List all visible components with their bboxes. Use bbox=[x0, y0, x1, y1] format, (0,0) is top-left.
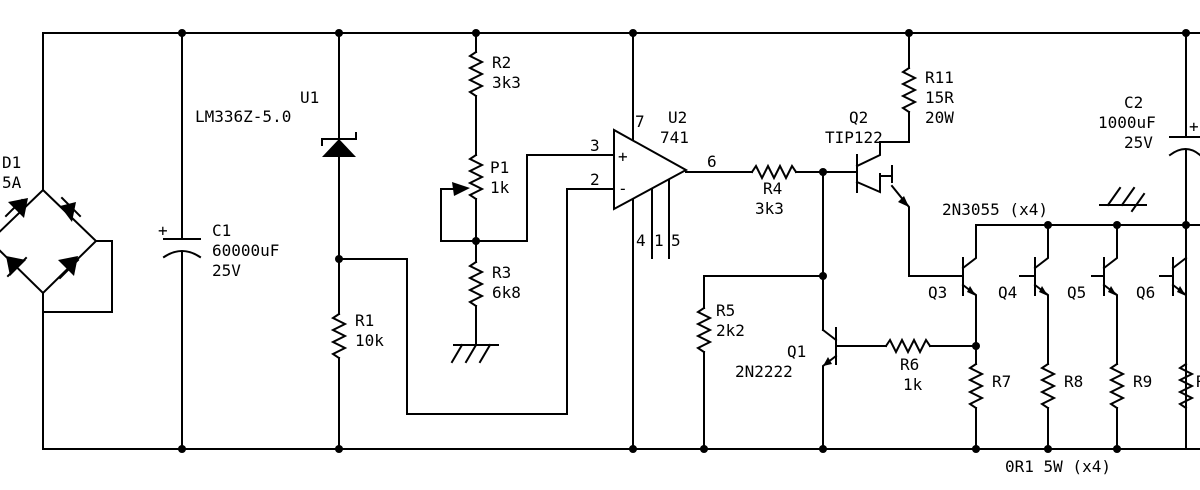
resistor-r2 bbox=[467, 32, 485, 156]
q4-ref: Q4 bbox=[998, 283, 1017, 302]
pin3-label: 3 bbox=[590, 136, 600, 155]
d1-value: 5A bbox=[2, 173, 22, 192]
r2-ref: R2 bbox=[492, 53, 511, 72]
pin7-label: 7 bbox=[635, 112, 645, 131]
u1-ref: U1 bbox=[300, 88, 319, 107]
d1-ref: D1 bbox=[2, 153, 21, 172]
resistor-r11 bbox=[900, 32, 918, 143]
c1-ref: C1 bbox=[212, 221, 231, 240]
transistor-q3 bbox=[961, 224, 977, 346]
p1-ref: P1 bbox=[490, 158, 509, 177]
q3-ref: Q3 bbox=[928, 283, 947, 302]
r3-ref: R3 bbox=[492, 263, 511, 282]
resistor-r1 bbox=[330, 312, 348, 450]
r10-ref-partial: R bbox=[1196, 372, 1200, 391]
opamp-u2 bbox=[613, 32, 689, 450]
ref-to-inverting-wire bbox=[338, 188, 615, 415]
r6-ref: R6 bbox=[900, 355, 919, 374]
transistor-q4 bbox=[1019, 224, 1049, 346]
transistor-q1 bbox=[821, 171, 859, 450]
u2-value: 741 bbox=[660, 128, 689, 147]
resistor-r10 bbox=[1177, 362, 1195, 410]
heatsink-symbol bbox=[1099, 186, 1147, 213]
r5-ref: R5 bbox=[716, 301, 735, 320]
pin1-label: 1 bbox=[654, 231, 664, 250]
r6-value: 1k bbox=[903, 375, 923, 394]
resistor-r9 bbox=[1108, 344, 1126, 450]
pin6-label: 6 bbox=[707, 152, 717, 171]
r1-value: 10k bbox=[355, 331, 384, 350]
q2-value: TIP122 bbox=[825, 128, 883, 147]
r7-ref: R7 bbox=[992, 372, 1011, 391]
transistor-q6 bbox=[1159, 256, 1188, 346]
c2-plus: + bbox=[1189, 117, 1199, 136]
opamp-minus: - bbox=[618, 179, 628, 198]
resistor-r5 bbox=[695, 275, 824, 450]
r3-value: 6k8 bbox=[492, 283, 521, 302]
pin2-label: 2 bbox=[590, 170, 600, 189]
capacitor-c1 bbox=[162, 32, 202, 450]
r4-value: 3k3 bbox=[755, 199, 784, 218]
q-group-label: 2N3055 (x4) bbox=[942, 200, 1048, 219]
r1-ref: R1 bbox=[355, 311, 374, 330]
junction-dots bbox=[178, 29, 1190, 453]
r11-power: 20W bbox=[925, 108, 954, 127]
r5-value: 2k2 bbox=[716, 321, 745, 340]
r11-ref: R11 bbox=[925, 68, 954, 87]
pin5-label: 5 bbox=[671, 231, 681, 250]
r2-value: 3k3 bbox=[492, 73, 521, 92]
p1-value: 1k bbox=[490, 178, 510, 197]
opamp-plus: + bbox=[618, 147, 628, 166]
resistor-r8 bbox=[1039, 344, 1057, 450]
c2-voltage: 25V bbox=[1124, 133, 1153, 152]
c2-ref: C2 bbox=[1124, 93, 1143, 112]
q5-ref: Q5 bbox=[1067, 283, 1086, 302]
q1-ref: Q1 bbox=[787, 342, 806, 361]
q1-value: 2N2222 bbox=[735, 362, 793, 381]
u1-value: LM336Z-5.0 bbox=[195, 107, 291, 126]
c1-voltage: 25V bbox=[212, 261, 241, 280]
q6-ref: Q6 bbox=[1136, 283, 1155, 302]
r11-value: 15R bbox=[925, 88, 954, 107]
resistor-r3 bbox=[467, 240, 485, 346]
c1-value: 60000uF bbox=[212, 241, 279, 260]
q2-ref: Q2 bbox=[849, 108, 868, 127]
r-group-label: 0R1 5W (x4) bbox=[1005, 457, 1111, 476]
c2-value: 1000uF bbox=[1098, 113, 1156, 132]
bridge-rectifier-d1 bbox=[0, 188, 113, 313]
transistor-q5 bbox=[1091, 224, 1118, 346]
r4-ref: R4 bbox=[763, 179, 782, 198]
resistor-r6 bbox=[857, 337, 977, 355]
u2-ref: U2 bbox=[668, 108, 687, 127]
transistor-q2 bbox=[855, 141, 910, 277]
c1-plus: + bbox=[158, 221, 168, 240]
resistor-r7 bbox=[967, 344, 985, 450]
pin4-label: 4 bbox=[636, 231, 646, 250]
r8-ref: R8 bbox=[1064, 372, 1083, 391]
reference-diode-u1 bbox=[321, 32, 357, 315]
r9-ref: R9 bbox=[1133, 372, 1152, 391]
potentiometer-p1 bbox=[440, 153, 615, 242]
ground-symbol bbox=[450, 343, 499, 364]
